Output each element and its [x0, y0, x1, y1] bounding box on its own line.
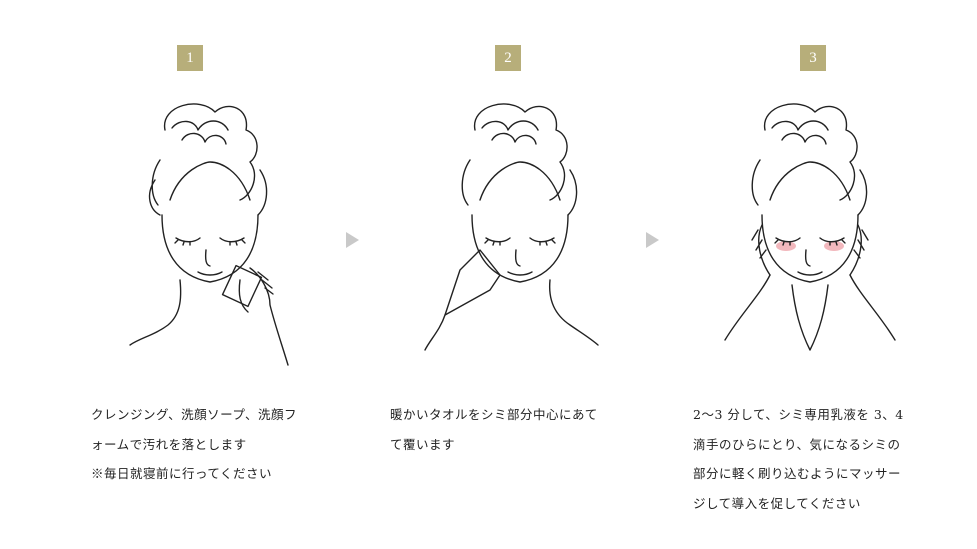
cleansing-face-illustration	[129, 103, 289, 366]
step-1-line-1: クレンジング、洗顔ソープ、洗顔フ	[91, 407, 298, 422]
step-3-line-3: 部分に軽く刷り込むようにマッサー	[693, 466, 902, 481]
step-3-line-4: ジして導入を促してください	[693, 495, 861, 511]
step-2-badge: 2	[495, 45, 521, 71]
step-1-badge: 1	[177, 45, 203, 71]
warm-towel-face-illustration	[424, 103, 599, 351]
next-arrow-icon	[346, 232, 359, 248]
step-2-description: 暖かいタオルをシミ部分中心にあて て覆います	[390, 400, 598, 459]
step-2-line-1: 暖かいタオルをシミ部分中心にあて	[390, 407, 598, 422]
next-arrow-icon	[646, 232, 659, 248]
step-1-line-2: ォームで汚れを落とします	[91, 436, 247, 452]
step-3-badge: 3	[800, 45, 826, 71]
step-3-line-2: 滴手のひらにとり、気になるシミの	[693, 436, 901, 452]
step-3-description: 2〜3 分して、シミ専用乳液を 3、4 滴手のひらにとり、気になるシミの 部分に…	[693, 400, 904, 518]
massage-face-illustration	[724, 103, 896, 351]
step-3-line-1: 2〜3 分して、シミ専用乳液を 3、4	[693, 407, 904, 422]
step-2-line-2: て覆います	[390, 436, 456, 452]
step-1-description: クレンジング、洗顔ソープ、洗顔フ ォームで汚れを落とします ※毎日就寝前に行って…	[91, 400, 297, 489]
step-1-line-3: ※毎日就寝前に行ってください	[91, 466, 273, 481]
